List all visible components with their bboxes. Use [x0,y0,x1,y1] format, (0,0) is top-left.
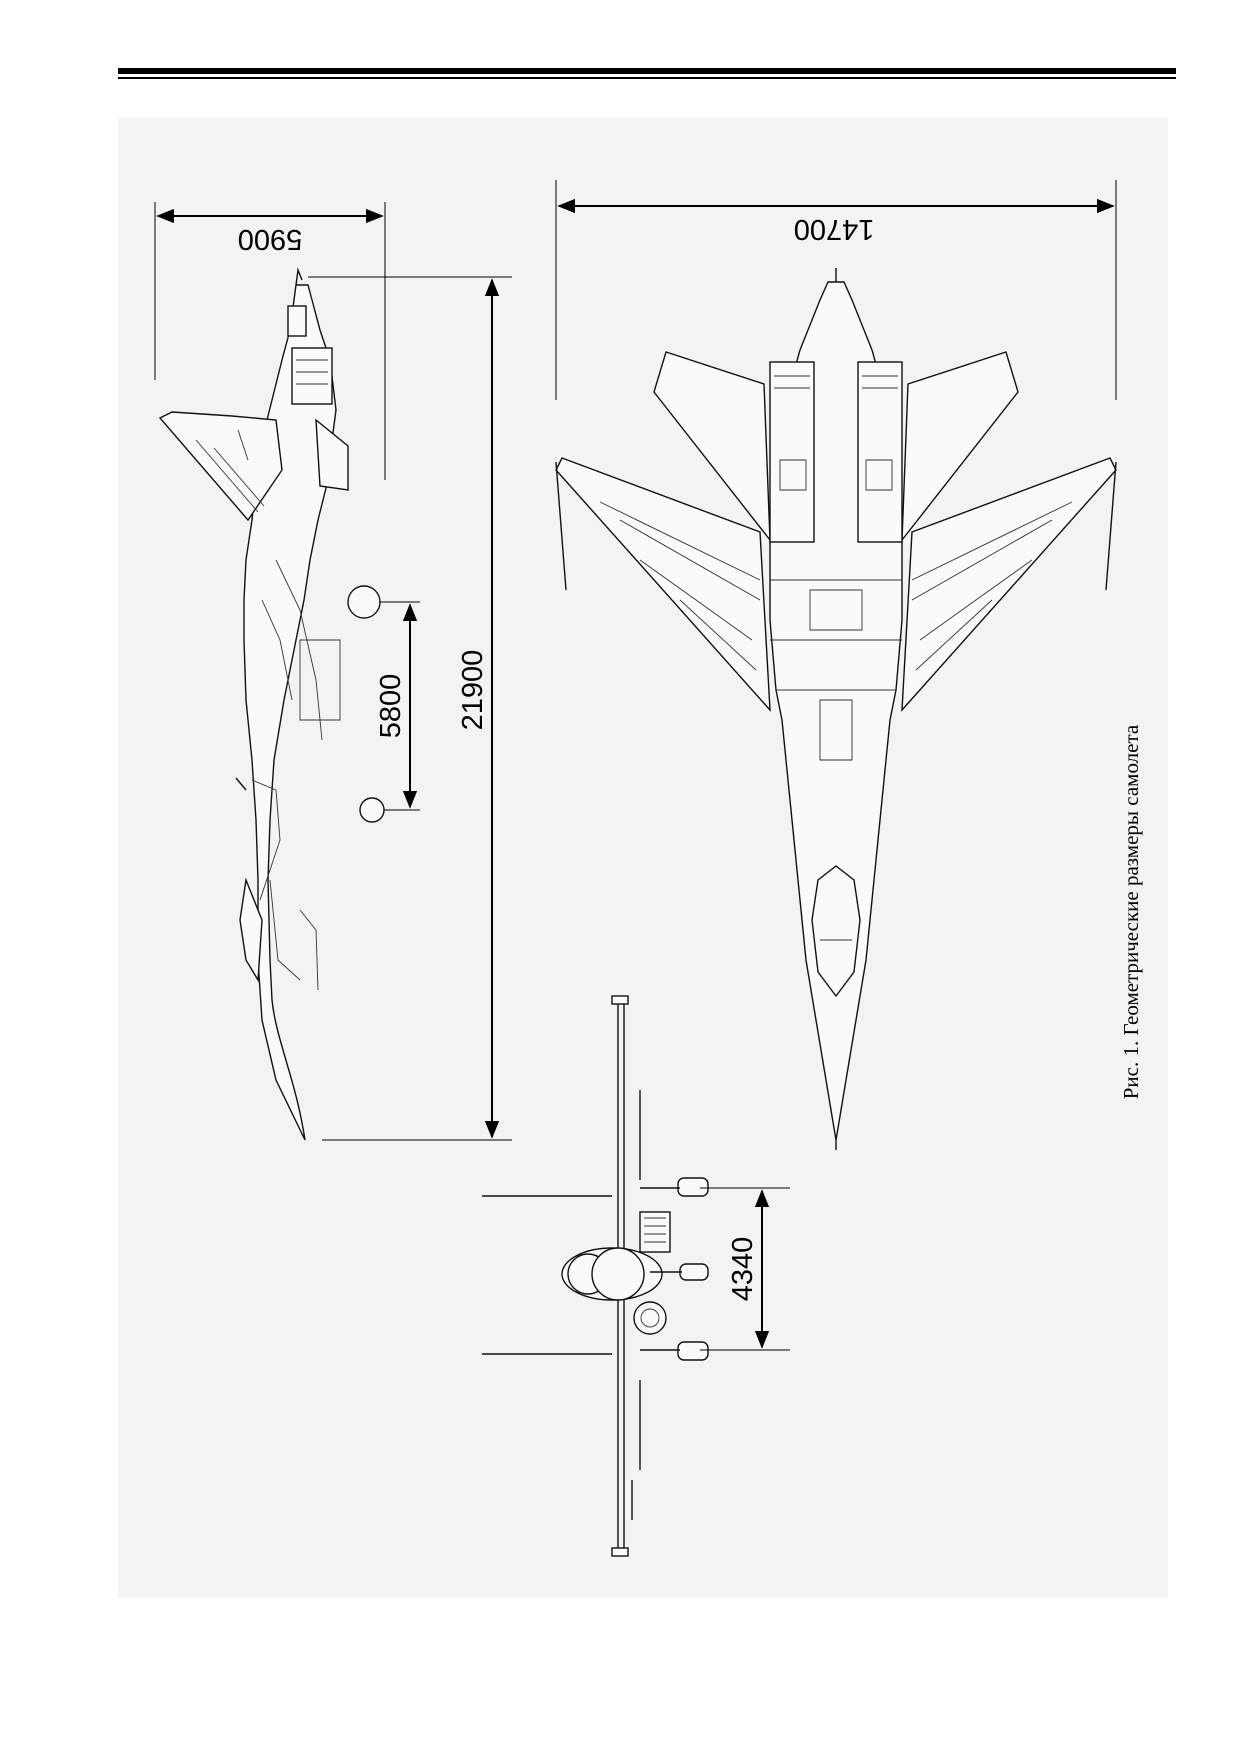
top-view-right-engine [857,361,903,543]
top-view [555,268,1117,1150]
top-view-canopy [811,865,861,998]
top-view-left-stabilizer [653,351,771,543]
length-dimension-label: 21900 [457,650,489,731]
top-view-left-wing [555,457,771,712]
header-rule-thin [118,77,1176,79]
side-view-main-wheel [347,585,381,619]
front-view-main-gear-left [677,1177,709,1197]
top-view-left-engine [769,361,815,543]
front-view-nose-gear [679,1263,709,1281]
side-view-fuselage [243,284,337,1141]
side-view-nose-wheel [359,797,385,823]
front-view-intake-left [639,1211,671,1253]
height-dimension-label: 5900 [238,223,303,255]
top-view-right-stabilizer [901,351,1019,543]
length-dimension: 21900 [308,276,512,1141]
figure-caption: Рис. 1. Геометрические размеры самолета [1119,724,1143,1099]
side-view [158,267,385,1141]
front-view-main-gear-right [677,1341,709,1361]
header-rule [118,68,1176,74]
wheelbase-dimension: 5800 [375,601,420,811]
track-dimension: 4340 [700,1187,790,1351]
track-dimension-label: 4340 [727,1237,759,1302]
span-dimension-label: 14700 [794,213,875,245]
wheelbase-dimension-label: 5800 [375,674,407,739]
height-dimension: 5900 [154,202,386,480]
span-dimension: 14700 [555,180,1117,400]
top-view-right-wing [901,457,1117,712]
side-view-vertical-fin [158,411,283,522]
front-view [482,995,709,1557]
front-view-intake-right [633,1301,667,1335]
side-view-canopy [239,877,263,983]
